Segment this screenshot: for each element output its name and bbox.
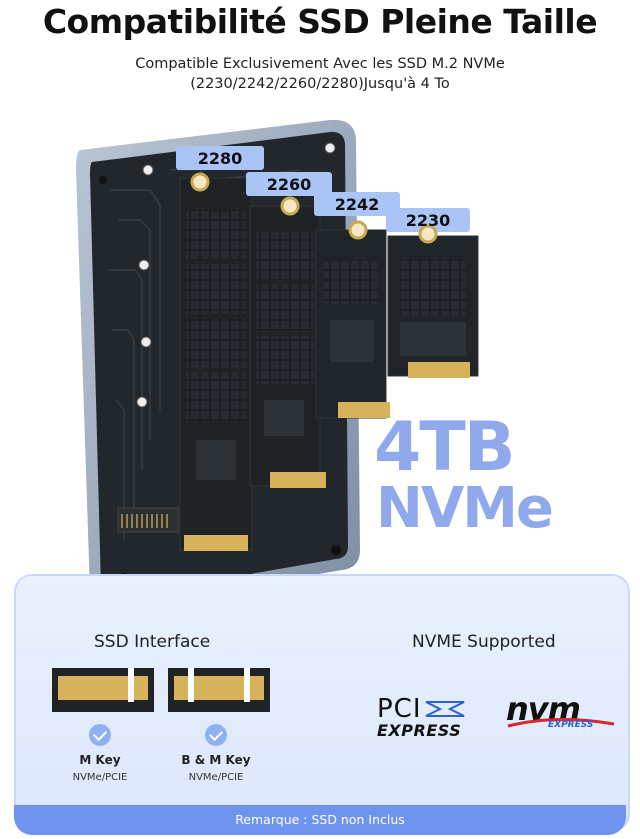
subtitle-line-1: Compatible Exclusivement Avec les SSD M.… [135,56,505,72]
pci-logo-top: PCI [377,694,422,724]
ssd-2242 [314,192,400,419]
supported-title: NVME Supported [412,632,556,652]
nvm-swoosh-icon [507,717,615,728]
label-2280: 2280 [198,149,243,168]
interface-title: SSD Interface [94,632,211,652]
nvm-logo-bottom: EXPRESS [548,720,594,730]
bm-key-connector-icon [168,668,270,712]
bm-key-check-icon [205,724,227,746]
pci-logo-bottom: EXPRESS [377,721,462,740]
subtitle: Compatible Exclusivement Avec les SSD M.… [0,54,640,94]
subtitle-line-2: (2230/2242/2260/2280)Jusqu'à 4 To [190,76,450,92]
pci-express-logo: PCI EXPRESS [377,696,468,740]
ssd-2230 [386,208,479,378]
label-2260: 2260 [267,175,312,194]
capacity-line-1: 4TB [374,408,516,487]
ssd-2280 [176,146,264,551]
m-key-connector-icon [52,668,154,712]
label-2230: 2230 [406,211,451,230]
bm-key-name: B & M Key [181,753,251,767]
enclosure-illustration: 2280 2260 2242 2230 [76,119,479,610]
remark-banner: Remarque : SSD non Inclus [14,805,626,835]
m-key-name: M Key [79,753,121,767]
m-key-check-icon [89,724,111,746]
pci-swoosh-icon [425,701,464,717]
bm-key-sub: NVMe/PCIE [188,772,244,783]
page-title: Compatibilité SSD Pleine Taille [42,2,598,41]
nvm-express-logo: nvm EXPRESS [506,693,615,730]
m-key-sub: NVMe/PCIE [72,772,128,783]
label-2242: 2242 [335,195,380,214]
capacity-line-2: NVMe [376,476,554,541]
